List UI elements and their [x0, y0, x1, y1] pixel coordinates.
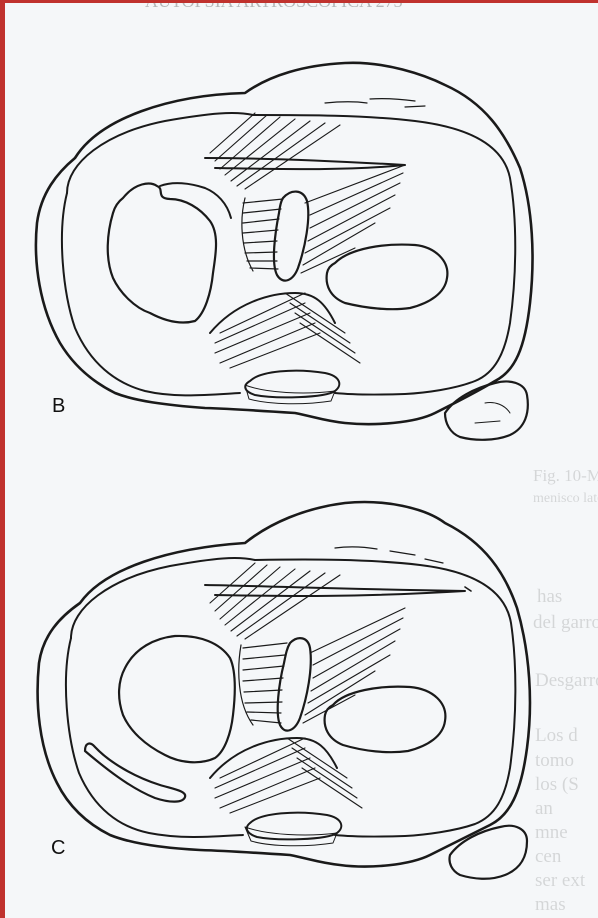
medial-meniscus-outer-rim-c [71, 558, 255, 638]
figure-b-drawing [36, 63, 533, 440]
lateral-fibers-b [301, 165, 405, 273]
lateral-fibers-c [303, 608, 405, 723]
lateral-articular-surface-b [327, 245, 448, 310]
posterior-notch-b [245, 371, 339, 398]
figure-label-c: C [51, 837, 65, 860]
posterior-horn-fibers-b [215, 293, 360, 368]
lateral-articular-surface-c [325, 687, 446, 753]
posterior-horn-fibers-c [215, 738, 362, 813]
lateral-meniscus-outer-rim-c [255, 560, 515, 837]
cruciate-ligament-c [278, 638, 311, 730]
knee-menisci-illustrations [5, 3, 598, 918]
medial-meniscus-outer-rim-b [67, 113, 253, 193]
medial-meniscus-inner-edge-b [160, 183, 231, 218]
posterior-rim-b [62, 193, 240, 395]
tibial-plateau-outline-b [36, 63, 533, 424]
fibular-head-texture-b [475, 402, 510, 423]
displaced-meniscal-fragment-c [85, 744, 185, 802]
medial-articular-surface-b [108, 184, 216, 323]
anterior-horn-fibers-c [210, 563, 340, 639]
ligament-fibers-left-b [242, 198, 283, 271]
posterior-notch-c [247, 813, 341, 840]
tibial-plateau-outline-c [38, 502, 530, 866]
figure-label-b: B [52, 395, 65, 418]
cruciate-ligament-b [274, 192, 308, 281]
anterior-horn-fibers-b [210, 113, 340, 189]
tibial-tubercle-detail-b [325, 99, 425, 107]
intermeniscal-band-b [205, 158, 405, 169]
intermeniscal-band-c [205, 585, 465, 596]
small-tick-c [465, 587, 471, 591]
posterior-rim-c [66, 638, 243, 837]
medial-articular-surface-c [119, 636, 235, 762]
fibular-head-b [445, 382, 528, 440]
fibular-head-c [449, 826, 527, 879]
figure-c-drawing [38, 502, 530, 879]
